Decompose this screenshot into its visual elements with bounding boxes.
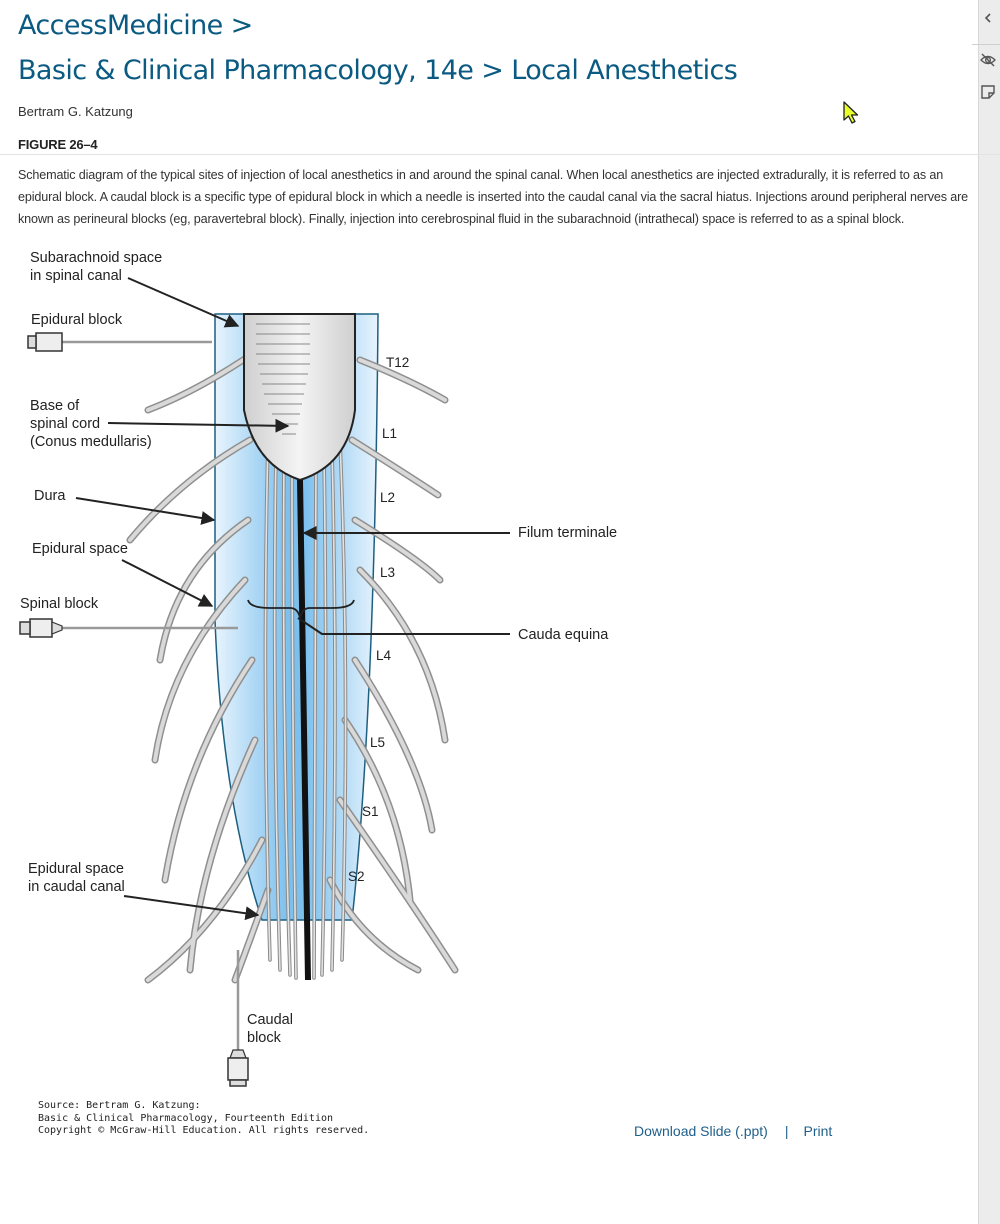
- spinal-needle: [19, 618, 238, 638]
- cauda-equina-pointer: [297, 617, 510, 635]
- level-label: L2: [380, 490, 395, 505]
- level-label: L5: [370, 735, 385, 750]
- label-caudal-block-2: block: [247, 1030, 282, 1046]
- figure-source: Source: Bertram G. Katzung: Basic & Clin…: [38, 1100, 369, 1138]
- figure-label: FIGURE 26–4: [18, 137, 98, 152]
- chevron-left-icon[interactable]: [976, 6, 1000, 30]
- level-label: L1: [382, 426, 397, 441]
- label-base-3: (Conus medullaris): [30, 434, 152, 450]
- download-slide-link[interactable]: Download Slide (.ppt): [634, 1123, 768, 1139]
- source-line: Copyright © McGraw-Hill Education. All r…: [38, 1125, 370, 1136]
- figure-caption: Schematic diagram of the typical sites o…: [18, 168, 968, 226]
- label-dura: Dura: [34, 488, 66, 504]
- toolbar-divider: [972, 44, 1000, 45]
- divider: [0, 154, 1000, 155]
- arrow-epidural-space: [121, 559, 214, 607]
- level-label: T12: [386, 355, 409, 370]
- label-epidural-block: Epidural block: [31, 312, 123, 328]
- label-epidural-space: Epidural space: [32, 541, 128, 557]
- label-subarachnoid-1: Subarachnoid space: [30, 250, 162, 266]
- label-base-1: Base of: [30, 398, 80, 414]
- author-name: Bertram G. Katzung: [18, 104, 133, 119]
- arrow-conus: [107, 418, 290, 433]
- link-separator: |: [784, 1123, 789, 1139]
- label-filum-terminale: Filum terminale: [518, 525, 617, 541]
- level-label: L3: [380, 565, 395, 580]
- label-spinal-block: Spinal block: [20, 596, 99, 612]
- label-cauda-equina: Cauda equina: [518, 627, 609, 643]
- print-link[interactable]: Print: [803, 1123, 833, 1139]
- mouse-cursor-icon: [843, 101, 861, 130]
- label-caudal-space-2: in caudal canal: [28, 879, 125, 895]
- filum-terminale: [297, 479, 311, 981]
- source-line: Source: Bertram G. Katzung:: [38, 1100, 201, 1111]
- level-label: S1: [362, 804, 379, 819]
- arrow-caudal-space: [123, 895, 260, 921]
- page-title[interactable]: Basic & Clinical Pharmacology, 14e > Loc…: [18, 55, 738, 86]
- level-label: S2: [348, 869, 365, 884]
- conus-medullaris: [243, 313, 356, 482]
- vertebral-levels: T12 L1 L2 L3 L4 L5 S1 S2: [348, 355, 409, 884]
- source-line: Basic & Clinical Pharmacology, Fourteent…: [38, 1112, 334, 1124]
- level-label: L4: [376, 648, 392, 663]
- label-subarachnoid-2: in spinal canal: [30, 268, 122, 284]
- eye-off-icon[interactable]: [976, 48, 1000, 72]
- figure-actions: Download Slide (.ppt) | Print: [634, 1123, 832, 1139]
- epidural-needle: [27, 332, 212, 352]
- caudal-needle: [227, 950, 249, 1087]
- arrow-subarachnoid: [127, 277, 240, 328]
- sticky-note-icon[interactable]: [976, 80, 1000, 104]
- label-caudal-block-1: Caudal: [247, 1012, 293, 1028]
- breadcrumb-site[interactable]: AccessMedicine >: [18, 10, 253, 41]
- dural-sac: [214, 313, 379, 921]
- label-base-2: spinal cord: [30, 416, 100, 432]
- cauda-equina-bracket: [247, 599, 355, 619]
- side-toolbar: [978, 0, 1000, 1224]
- arrow-dura: [75, 497, 216, 525]
- spinal-injection-diagram: Subarachnoid space in spinal canal Epidu…: [0, 240, 640, 1150]
- label-caudal-space-1: Epidural space: [28, 861, 124, 877]
